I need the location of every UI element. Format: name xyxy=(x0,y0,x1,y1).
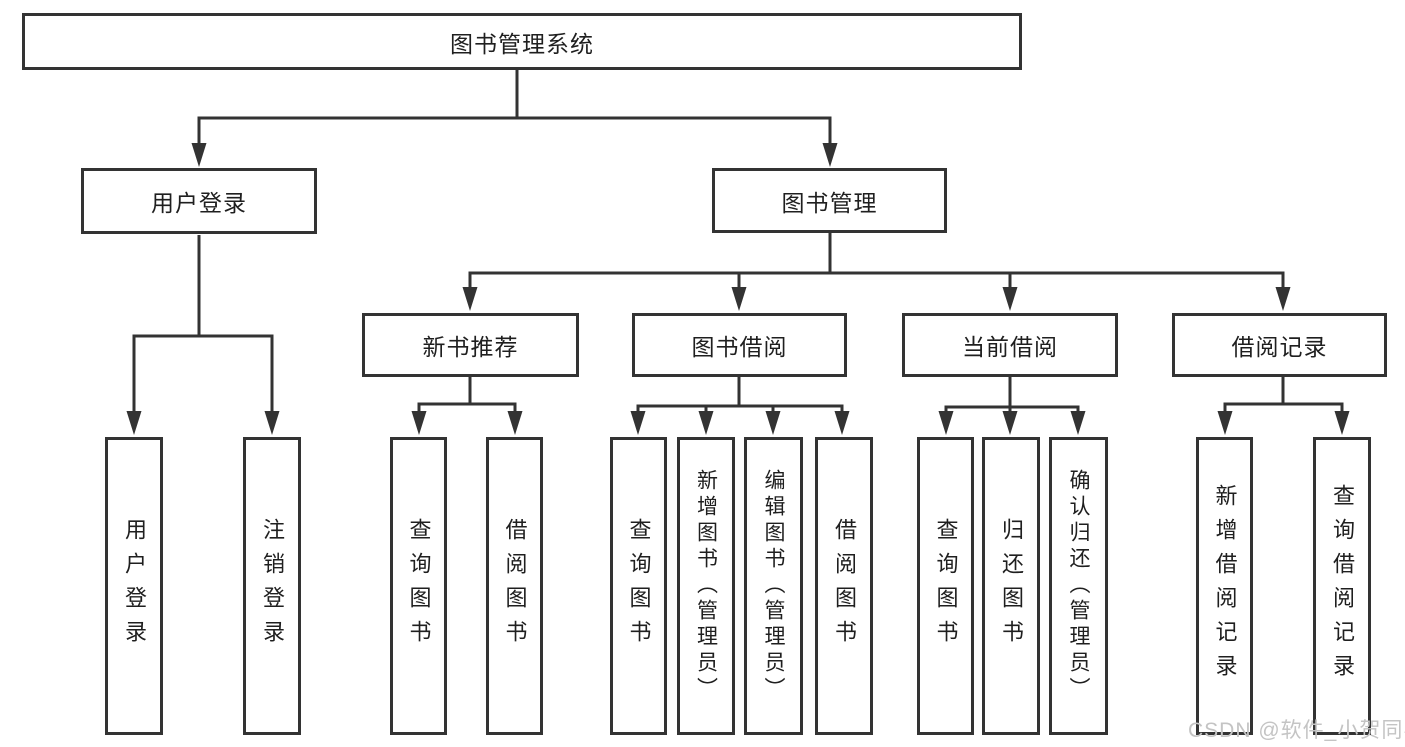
node-nb-query-book: 查询图书 xyxy=(390,437,447,735)
node-new-book-recommend: 新书推荐 xyxy=(362,313,579,377)
node-cb-query-book: 查询图书 xyxy=(917,437,974,735)
node-book-borrow: 图书借阅 xyxy=(632,313,847,377)
node-borrow-records: 借阅记录 xyxy=(1172,313,1387,377)
node-bb-edit-book-admin: 编辑图书（管理员） xyxy=(744,437,803,735)
node-current-borrow: 当前借阅 xyxy=(902,313,1118,377)
node-cb-return-book: 归还图书 xyxy=(982,437,1040,735)
node-library-management-system: 图书管理系统 xyxy=(22,13,1022,70)
node-bb-borrow-book: 借阅图书 xyxy=(815,437,873,735)
node-br-add-record: 新增借阅记录 xyxy=(1196,437,1253,735)
node-br-query-record: 查询借阅记录 xyxy=(1313,437,1371,735)
node-bb-query-book: 查询图书 xyxy=(610,437,667,735)
node-nb-borrow-book: 借阅图书 xyxy=(486,437,543,735)
node-book-management: 图书管理 xyxy=(712,168,947,233)
node-leaf-user-login: 用户登录 xyxy=(105,437,163,735)
node-cb-confirm-return-admin: 确认归还（管理员） xyxy=(1049,437,1108,735)
node-user-login: 用户登录 xyxy=(81,168,317,234)
node-bb-add-book-admin: 新增图书（管理员） xyxy=(677,437,735,735)
csdn-watermark: CSDN @软件_小贺同学 xyxy=(1188,719,1405,742)
node-leaf-logout: 注销登录 xyxy=(243,437,301,735)
